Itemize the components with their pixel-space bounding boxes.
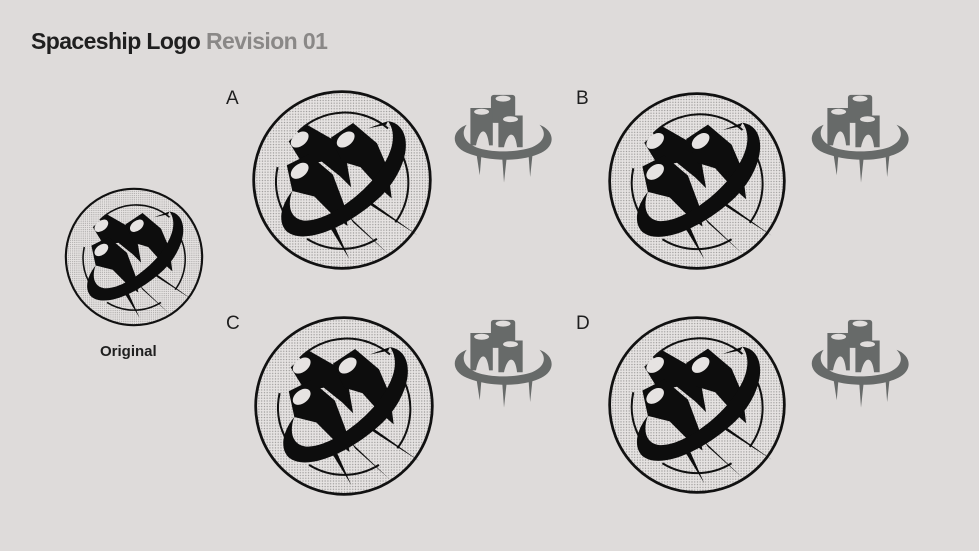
spaceship-badge-icon bbox=[63, 186, 205, 328]
spaceship-badge-icon bbox=[606, 314, 788, 496]
spaceship-side-view-icon bbox=[448, 88, 560, 184]
variant-label-d: D bbox=[576, 313, 590, 334]
title-main: Spaceship Logo bbox=[31, 28, 201, 54]
variant-label-a: A bbox=[226, 88, 239, 109]
spaceship-side-view-icon bbox=[805, 313, 917, 409]
spaceship-side-view-icon bbox=[448, 313, 560, 409]
spaceship-badge-icon bbox=[250, 88, 434, 272]
page-title: Spaceship Logo Revision 01 bbox=[31, 28, 328, 55]
spaceship-side-view-icon bbox=[805, 88, 917, 184]
title-revision: Revision 01 bbox=[206, 28, 328, 54]
spaceship-badge-icon bbox=[252, 314, 436, 498]
variant-label-b: B bbox=[576, 88, 589, 109]
variant-label-c: C bbox=[226, 313, 240, 334]
spaceship-badge-icon bbox=[606, 90, 788, 272]
original-label: Original bbox=[100, 343, 157, 360]
